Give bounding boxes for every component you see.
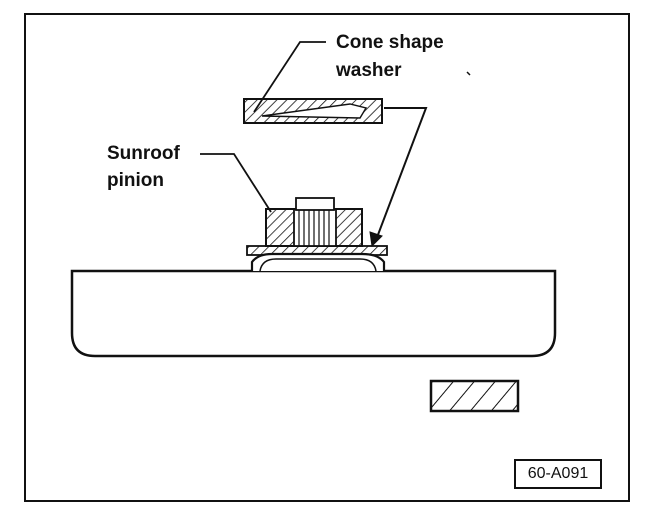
stray-mark bbox=[466, 71, 471, 76]
washer-leader-line bbox=[253, 41, 326, 113]
figure-reference-code: 60-A091 bbox=[527, 465, 589, 482]
pinion-seat-cup bbox=[250, 252, 386, 271]
roof-panel bbox=[70, 269, 557, 358]
figure-reference-box: 60-A091 bbox=[514, 459, 602, 489]
installation-arrow-line bbox=[375, 107, 428, 241]
pinion-leader-line bbox=[200, 153, 272, 213]
installation-arrow-head bbox=[369, 231, 383, 248]
hatch-legend-swatch bbox=[429, 379, 520, 413]
label-cone-shape-washer-line1: Cone shape bbox=[336, 32, 444, 53]
gear-teeth bbox=[293, 208, 337, 247]
pinion-seat-cup-inner bbox=[259, 258, 377, 272]
label-sunroof-pinion-line2: pinion bbox=[107, 170, 164, 191]
label-sunroof-pinion-line1: Sunroof bbox=[107, 143, 180, 164]
cone-washer-inner-opening bbox=[261, 103, 368, 119]
outer-frame bbox=[24, 13, 630, 502]
label-cone-shape-washer-line2: washer bbox=[336, 60, 402, 81]
pinion-shaft-top bbox=[295, 197, 335, 211]
